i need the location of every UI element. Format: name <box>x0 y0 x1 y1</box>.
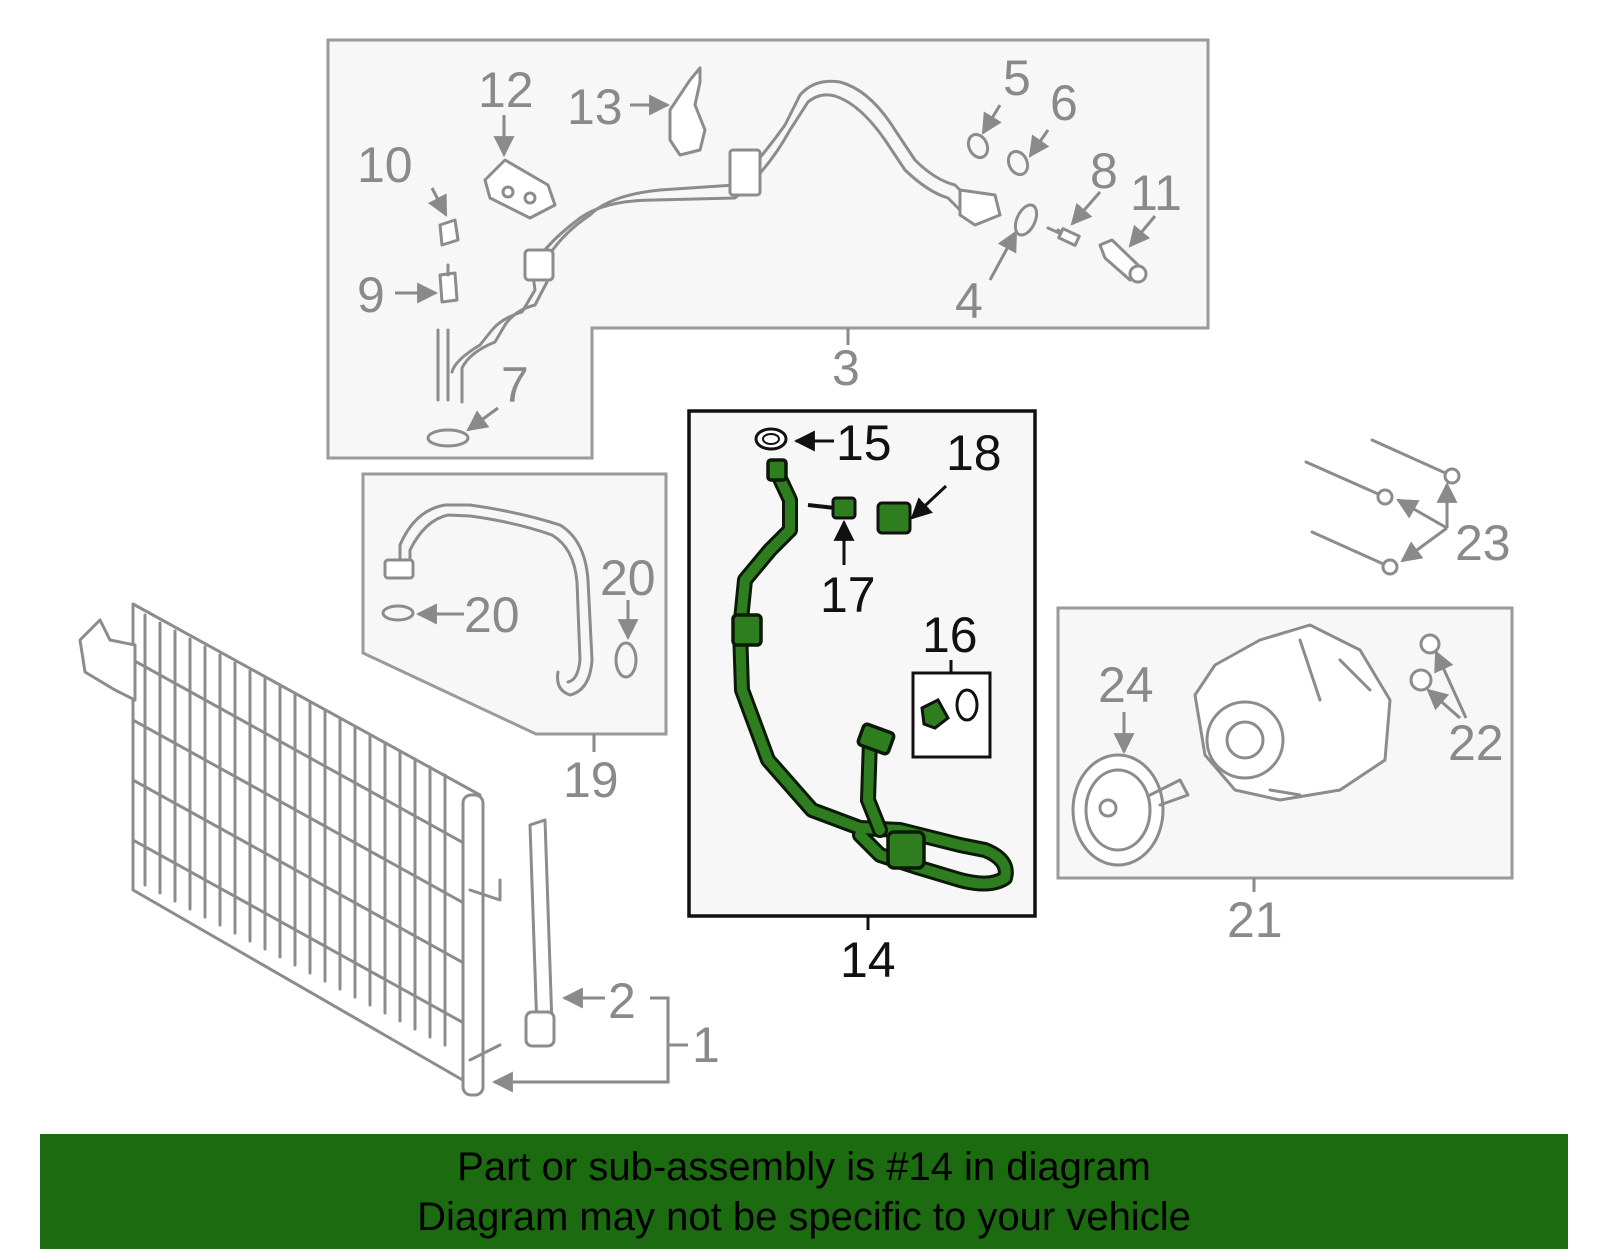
callout-15: 15 <box>836 415 892 471</box>
o-ring-7 <box>426 428 470 448</box>
banner-line-2: Diagram may not be specific to your vehi… <box>417 1195 1191 1239</box>
condenser-1 <box>78 602 502 1097</box>
callout-17: 17 <box>820 567 876 623</box>
callout-9: 9 <box>357 267 385 323</box>
o-ring-15 <box>754 427 788 451</box>
info-banner: Part or sub-assembly is #14 in diagram D… <box>40 1134 1568 1249</box>
callout-19: 19 <box>563 752 619 808</box>
callout-13: 13 <box>567 79 623 135</box>
callout-22: 22 <box>1448 715 1504 771</box>
o-ring-20b <box>614 641 638 679</box>
banner-line-1: Part or sub-assembly is #14 in diagram <box>457 1145 1151 1189</box>
callout-11: 11 <box>1130 165 1182 221</box>
cap-18 <box>876 501 912 535</box>
ac-line-14-highlighted <box>731 458 1014 892</box>
callout-2: 2 <box>608 973 636 1029</box>
drier-2 <box>524 818 556 1048</box>
cap-10 <box>438 218 460 247</box>
o-ring-5 <box>966 132 990 160</box>
callout-18: 18 <box>946 425 1002 481</box>
callout-16: 16 <box>922 607 978 663</box>
leader-lines <box>395 94 1468 1093</box>
callout-24: 24 <box>1098 657 1154 713</box>
callout-8: 8 <box>1090 143 1118 199</box>
o-ring-20a <box>381 604 415 622</box>
callout-6: 6 <box>1050 75 1078 131</box>
callout-7: 7 <box>501 357 529 413</box>
bracket-13 <box>668 66 707 157</box>
valve-17 <box>807 503 836 510</box>
ac-line-assembly-3 <box>426 66 1148 448</box>
callout-1: 1 <box>692 1017 720 1073</box>
seal-16 <box>920 698 950 730</box>
callout-labels: 1 2 3 4 5 6 7 8 9 10 11 12 13 14 15 16 1… <box>357 50 1511 1073</box>
o-ring-6 <box>1006 149 1030 177</box>
compressor-21 <box>1193 623 1392 802</box>
valve-9 <box>438 271 459 304</box>
nuts-22 <box>1409 633 1441 692</box>
callout-3: 3 <box>832 340 860 396</box>
callout-20a: 20 <box>464 587 520 643</box>
callout-5: 5 <box>1003 50 1031 106</box>
ac-line-19 <box>381 503 638 697</box>
bracket-12 <box>483 158 557 220</box>
callout-4: 4 <box>955 273 983 329</box>
callout-10: 10 <box>357 137 413 193</box>
bolts-23 <box>1304 438 1461 576</box>
o-ring-4 <box>1013 203 1039 237</box>
parts-15-16-17-18 <box>754 427 979 730</box>
callout-14: 14 <box>840 932 896 988</box>
clutch-24 <box>1071 753 1190 867</box>
callout-23: 23 <box>1455 515 1511 571</box>
callout-12: 12 <box>478 62 534 118</box>
callout-20b: 20 <box>600 550 656 606</box>
callout-21: 21 <box>1227 892 1283 948</box>
